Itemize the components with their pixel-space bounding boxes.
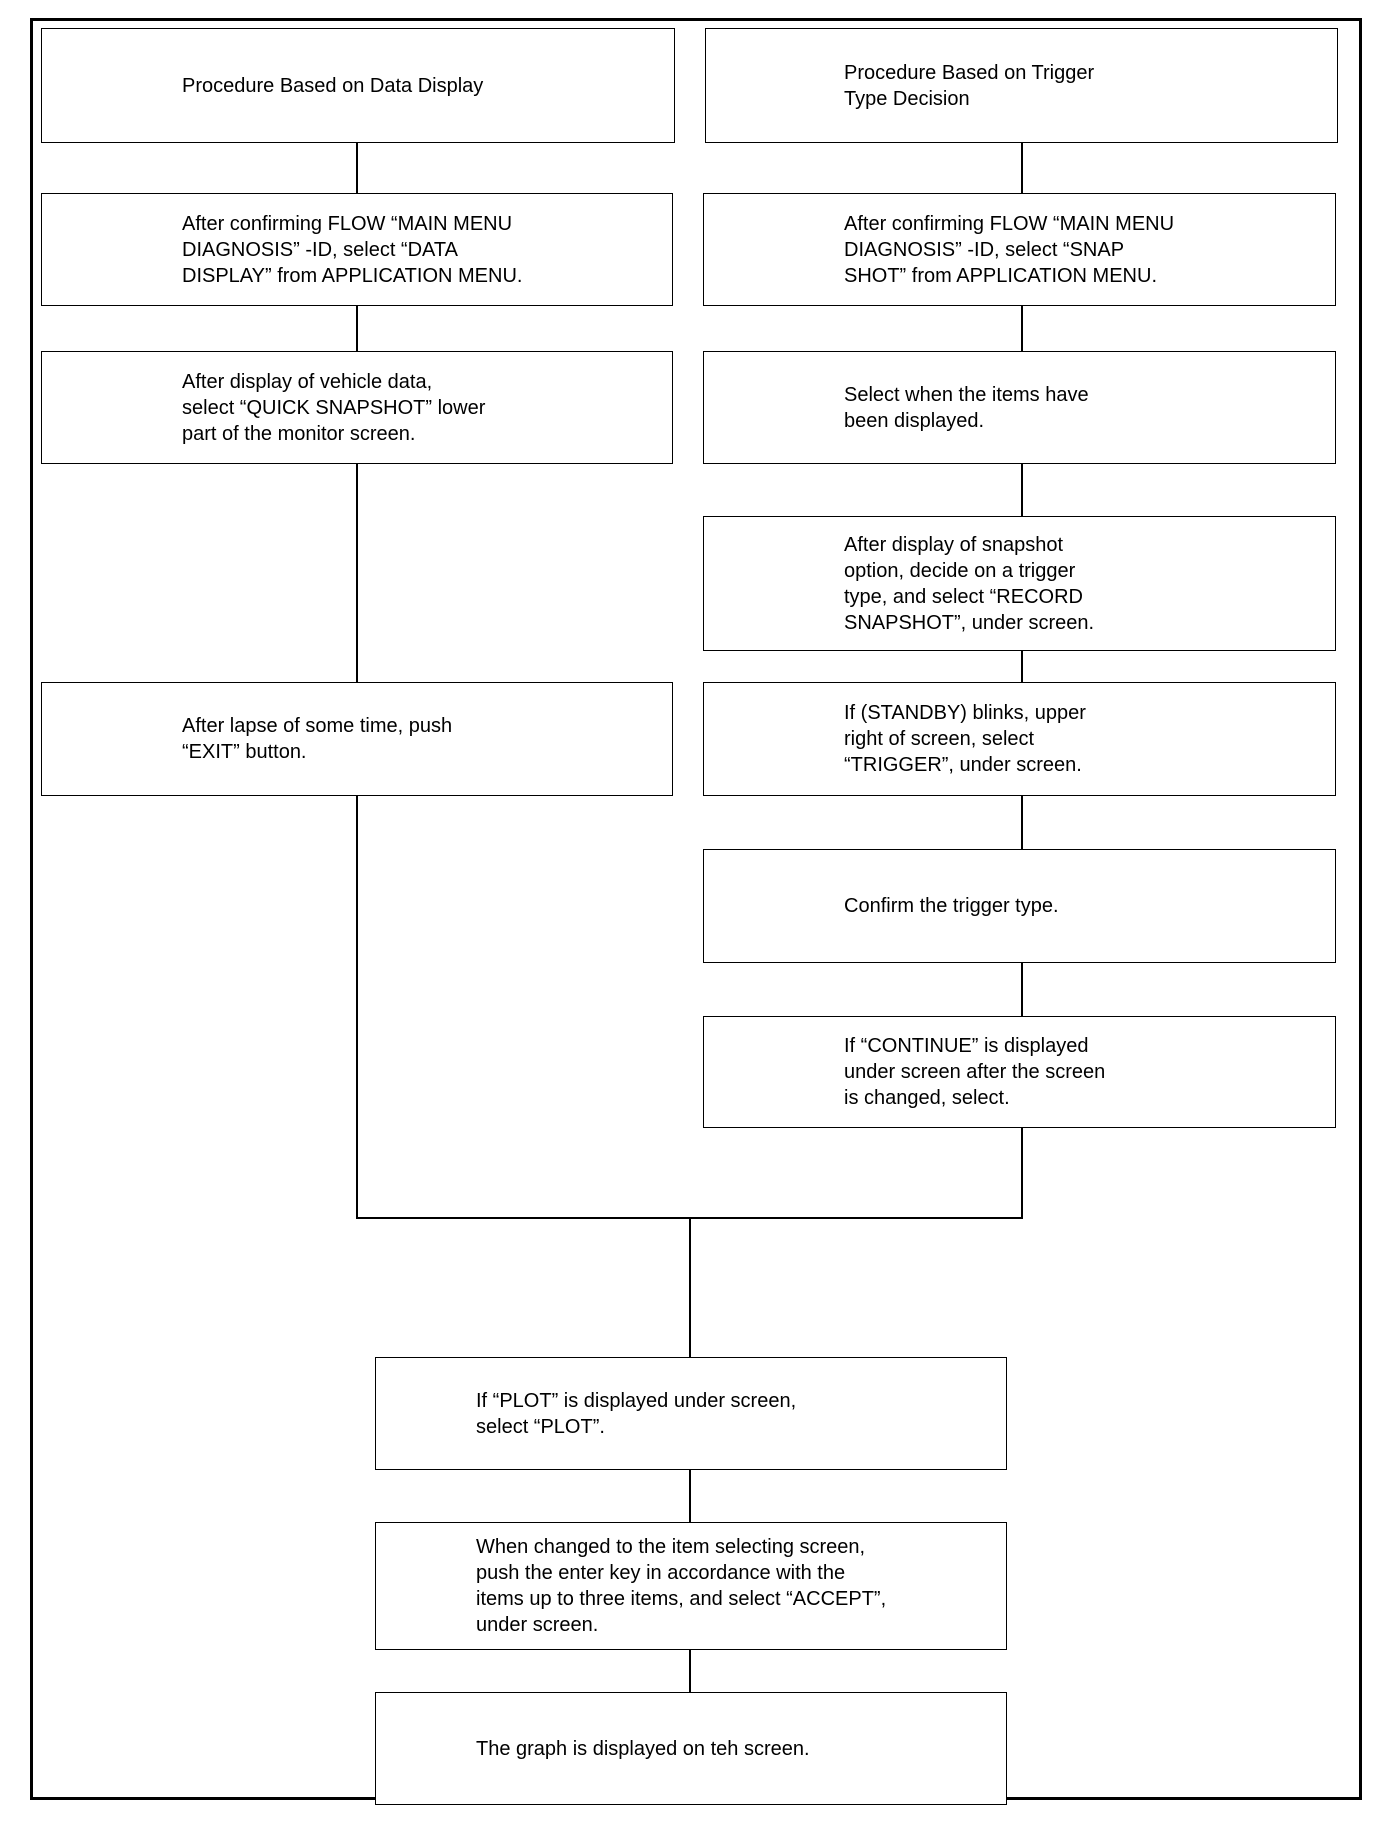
right-header-box: Procedure Based on Trigger Type Decision	[705, 28, 1338, 143]
right-step-1-box: After confirming FLOW “MAIN MENU DIAGNOS…	[703, 193, 1336, 306]
merged-step-3-box: The graph is displayed on teh screen.	[375, 1692, 1007, 1805]
left-step-3-text: After lapse of some time, push “EXIT” bu…	[182, 715, 453, 763]
right-step-5-box: Confirm the trigger type.	[703, 849, 1336, 963]
right-step-4-text: If (STANDBY) blinks, upper right of scre…	[844, 702, 1086, 776]
right-step-5-text: Confirm the trigger type.	[844, 895, 1059, 917]
right-step-4-box: If (STANDBY) blinks, upper right of scre…	[703, 682, 1336, 796]
left-step-2-box: After display of vehicle data, select “Q…	[41, 351, 673, 464]
merged-step-1-box: If “PLOT” is displayed under screen, sel…	[375, 1357, 1007, 1470]
left-step-1-text: After confirming FLOW “MAIN MENU DIAGNOS…	[182, 212, 523, 287]
left-header-box: Procedure Based on Data Display	[41, 28, 675, 143]
left-header-text: Procedure Based on Data Display	[182, 74, 484, 97]
merged-step-3-text: The graph is displayed on teh screen.	[476, 1737, 810, 1760]
left-step-3-box: After lapse of some time, push “EXIT” bu…	[41, 682, 673, 796]
left-step-1-box: After confirming FLOW “MAIN MENU DIAGNOS…	[41, 193, 673, 306]
right-step-2-text: Select when the items have been displaye…	[844, 383, 1089, 432]
merged-step-2-box: When changed to the item selecting scree…	[375, 1522, 1007, 1650]
right-step-6-text: If “CONTINUE” is displayed under screen …	[844, 1035, 1106, 1109]
right-header-text: Procedure Based on Trigger Type Decision	[844, 61, 1095, 110]
right-step-3-box: After display of snapshot option, decide…	[703, 516, 1336, 651]
right-step-1-text: After confirming FLOW “MAIN MENU DIAGNOS…	[844, 212, 1175, 287]
merged-step-2-text: When changed to the item selecting scree…	[476, 1536, 887, 1636]
right-step-6-box: If “CONTINUE” is displayed under screen …	[703, 1016, 1336, 1128]
right-step-3-text: After display of snapshot option, decide…	[844, 533, 1095, 634]
left-step-2-text: After display of vehicle data, select “Q…	[182, 370, 486, 445]
right-step-2-box: Select when the items have been displaye…	[703, 351, 1336, 464]
merged-step-1-text: If “PLOT” is displayed under screen, sel…	[476, 1389, 797, 1438]
